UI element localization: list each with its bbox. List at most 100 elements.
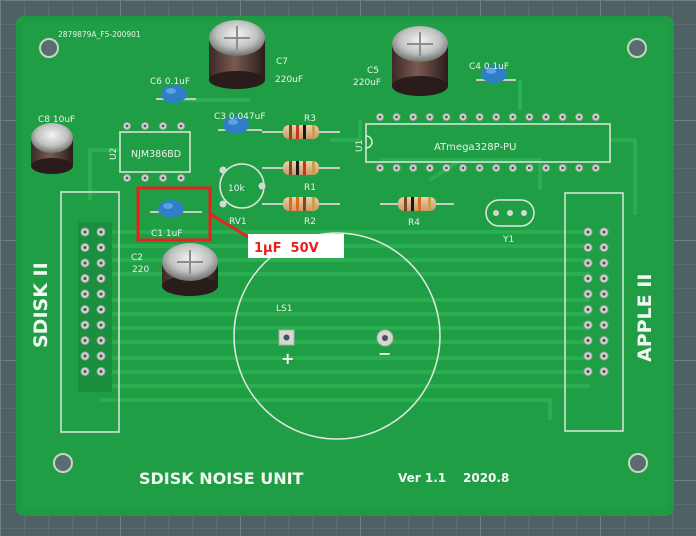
- pin-hole-drill: [586, 292, 590, 296]
- pin-hole-drill: [83, 261, 87, 265]
- y1-outline: [485, 199, 535, 227]
- pin-hole-drill: [511, 115, 515, 119]
- pin-hole-drill: [395, 115, 398, 119]
- pin-hole-drill: [83, 369, 87, 374]
- cap-c8: [31, 123, 73, 174]
- pin-hole-drill: [602, 354, 606, 358]
- pin-hole-drill: [428, 115, 432, 119]
- board-version: Ver 1.1: [398, 471, 446, 485]
- callout-line: [209, 212, 251, 240]
- cap-c1: [150, 200, 202, 218]
- pin-hole-drill: [99, 338, 103, 343]
- board-title: SDISK NOISE UNIT: [139, 469, 304, 488]
- resistor-r4: [380, 197, 454, 211]
- pin-hole-drill: [83, 245, 87, 250]
- pin-hole-drill: [445, 115, 448, 119]
- apple-label: APPLE II: [634, 274, 656, 362]
- pin-hole-drill: [528, 166, 531, 170]
- pin-hole-drill: [125, 176, 129, 180]
- cap-c3: [218, 116, 262, 134]
- u2-label: U2: [109, 148, 119, 160]
- apple-pins: [583, 227, 609, 376]
- pin-hole-drill: [577, 166, 581, 170]
- mounting-holes: [39, 38, 648, 473]
- pin-hole-drill: [586, 230, 590, 234]
- pin-hole-drill: [83, 323, 87, 327]
- pin-hole-drill: [445, 166, 448, 170]
- pin-hole-drill: [99, 292, 103, 296]
- c3-label: C3 0.047uF: [214, 112, 266, 122]
- pin-hole-drill: [143, 176, 147, 180]
- pin-hole-drill: [494, 166, 498, 170]
- pin-hole-drill: [83, 338, 87, 343]
- pin-hole-drill: [99, 276, 103, 281]
- pin-hole-drill: [586, 245, 590, 250]
- pin-hole-drill: [528, 115, 531, 119]
- njm-label: NJM386BD: [131, 149, 181, 160]
- pin-hole-drill: [602, 261, 606, 265]
- pin-hole-drill: [83, 354, 87, 358]
- pin-hole-drill: [99, 369, 103, 374]
- u1-label: U1: [355, 140, 365, 152]
- cap-c2: [162, 243, 218, 296]
- c7-value: 220uF: [275, 75, 303, 85]
- c6-label: C6 0.1uF: [150, 77, 190, 87]
- pin-hole-drill: [179, 124, 183, 128]
- pin-hole-drill: [461, 115, 465, 119]
- cap-c4: [476, 65, 516, 83]
- pin-hole-drill: [99, 354, 103, 358]
- plus-marker: +: [281, 349, 294, 368]
- pin-hole-drill: [83, 276, 87, 281]
- y1-label: Y1: [502, 235, 514, 245]
- u2-pins: [123, 122, 185, 182]
- pin-hole-drill: [586, 261, 590, 265]
- c5-ref: C5: [367, 66, 379, 76]
- pin-hole-drill: [494, 115, 498, 119]
- pin-hole-drill: [602, 369, 606, 374]
- pin-hole-drill: [602, 338, 606, 343]
- pin-hole-drill: [179, 176, 183, 180]
- apple-connector-outline: [564, 192, 624, 432]
- pin-hole-drill: [602, 245, 606, 250]
- pin-hole-drill: [395, 166, 398, 170]
- c4-label: C4 0.1uF: [469, 62, 509, 72]
- pin-hole-drill: [602, 292, 606, 296]
- resistor-r2: [262, 197, 340, 211]
- pot-value: 10k: [228, 184, 245, 194]
- c8-label: C8 10uF: [38, 115, 75, 125]
- pin-hole-drill: [594, 166, 598, 170]
- pin-hole-drill: [561, 166, 564, 170]
- pin-hole-drill: [602, 230, 606, 234]
- r4-label: R4: [408, 218, 420, 228]
- pin-hole-drill: [602, 323, 606, 327]
- pin-hole-drill: [83, 307, 87, 312]
- pin-hole-drill: [378, 115, 382, 119]
- pin-hole-drill: [586, 369, 590, 374]
- pin-hole-drill: [161, 124, 165, 128]
- sdisk-connector-outline: [60, 191, 120, 433]
- pin-hole-drill: [143, 124, 147, 128]
- pin-hole-drill: [99, 307, 103, 312]
- pin-hole-drill: [125, 124, 129, 128]
- c7-ref: C7: [276, 57, 288, 67]
- cap-c7: [209, 20, 265, 89]
- pin-hole-drill: [586, 338, 590, 343]
- callout-label: 1μF 50V: [254, 241, 319, 256]
- r2-label: R2: [304, 217, 316, 227]
- pin-hole-drill: [99, 245, 103, 250]
- sdisk-label: SDISK II: [30, 262, 52, 348]
- pin-hole-drill: [99, 230, 103, 234]
- pin-hole-drill: [83, 230, 87, 234]
- pin-hole-drill: [544, 166, 548, 170]
- rv1-label: RV1: [229, 217, 247, 227]
- board-date: 2020.8: [463, 471, 509, 485]
- callout-bg: [248, 234, 344, 258]
- pin-hole-drill: [478, 115, 481, 119]
- cap-c6: [156, 85, 196, 103]
- resistor-r1: [262, 161, 340, 175]
- pin-hole-drill: [602, 307, 606, 312]
- c2-value: 220: [132, 265, 149, 275]
- pin-hole-drill: [428, 166, 432, 170]
- speaker-outline: [233, 232, 441, 440]
